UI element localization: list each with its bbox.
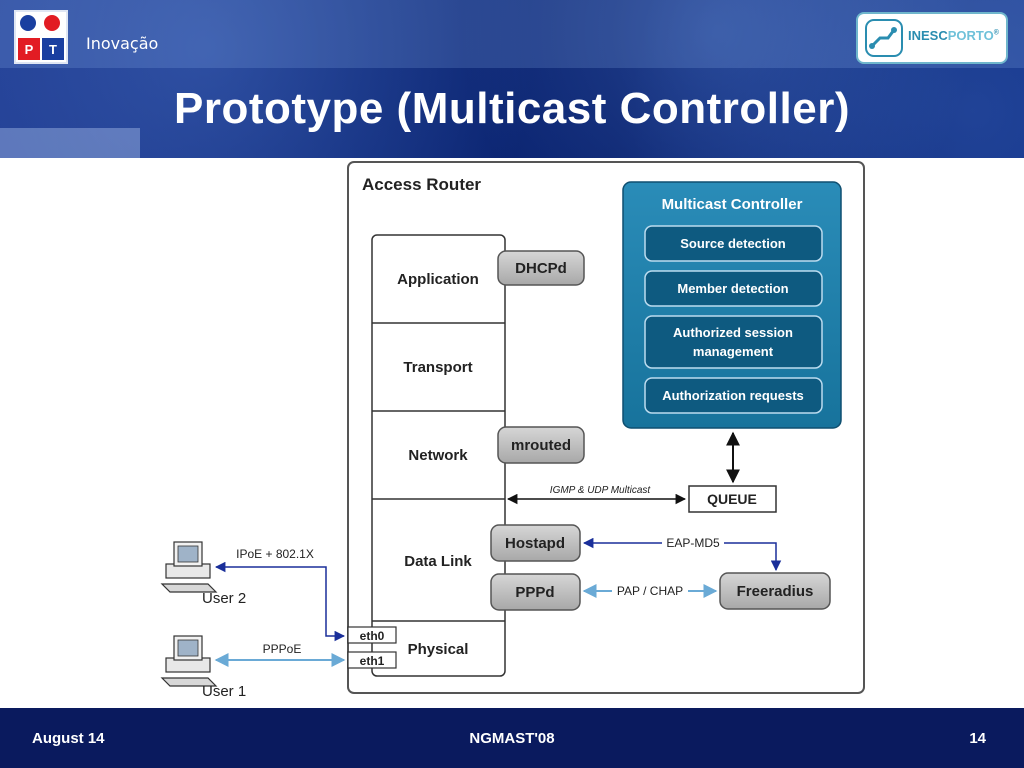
layer-network: Network xyxy=(408,447,468,464)
controller-item-authorization-requests xyxy=(644,377,823,414)
eth0-port xyxy=(347,626,397,644)
pppd-box xyxy=(490,573,581,611)
network-diagram: Access Router Application Transport Netw… xyxy=(160,161,865,700)
layer-transport: Transport xyxy=(403,359,472,376)
slide-title: Prototype (Multicast Controller) xyxy=(173,84,851,133)
pt-logo-letter-p: P xyxy=(18,38,40,60)
user2-link xyxy=(214,561,346,642)
header-band-accent xyxy=(0,128,140,158)
mrouted-label: mrouted xyxy=(511,437,571,454)
pppoe-label: PPPoE xyxy=(263,642,302,656)
footer-date: August 14 xyxy=(32,730,105,747)
eap-label-bg xyxy=(662,535,724,551)
circuit-icon xyxy=(865,19,903,57)
pt-logo-letter-t: T xyxy=(42,38,64,60)
access-router-title: Access Router xyxy=(362,175,481,194)
user1-label: User 1 xyxy=(202,683,246,700)
eth1-port xyxy=(347,651,397,669)
eap-label: EAP-MD5 xyxy=(666,536,720,550)
pap-label: PAP / CHAP xyxy=(617,584,683,598)
controller-item-label: Source detection xyxy=(680,236,786,251)
layer-physical: Physical xyxy=(408,641,469,658)
eap-link xyxy=(582,537,782,572)
igmp-label: IGMP & UDP Multicast xyxy=(550,485,652,496)
hostapd-label: Hostapd xyxy=(505,535,565,552)
freeradius-box xyxy=(719,572,831,610)
computer-icon xyxy=(160,635,218,687)
dhcpd-label: DHCPd xyxy=(515,260,567,277)
controller-item-label: management xyxy=(693,344,774,359)
layer-application: Application xyxy=(397,271,479,288)
controller-item-label: Authorization requests xyxy=(662,388,804,403)
pt-logo-dot-blue xyxy=(20,15,36,31)
ipoe-label: IPoE + 802.1X xyxy=(236,547,314,561)
layer-data-link: Data Link xyxy=(404,553,472,570)
controller-item-member-detection xyxy=(644,270,823,307)
tagline: Inovação xyxy=(86,34,159,53)
pt-logo-dot-red xyxy=(44,15,60,31)
computer-icon xyxy=(160,541,218,593)
inesc-porto-wordmark: INESCPORTO® xyxy=(908,28,999,43)
footer-conference: NGMAST'08 xyxy=(469,730,555,747)
controller-item-label: Authorized session xyxy=(673,325,793,340)
freeradius-label: Freeradius xyxy=(737,583,814,600)
pap-label-bg xyxy=(612,583,688,599)
queue-box xyxy=(688,485,777,513)
pppd-label: PPPd xyxy=(515,584,554,601)
queue-label: QUEUE xyxy=(707,491,757,507)
slide-header: P T Inovação INESCPORTO® Prototype (Mult… xyxy=(0,0,1024,158)
eth1-label: eth1 xyxy=(360,654,385,668)
dhcpd-box xyxy=(497,250,585,286)
controller-item-label: Member detection xyxy=(677,281,788,296)
mrouted-box xyxy=(497,426,585,464)
multicast-controller-title: Multicast Controller xyxy=(662,196,803,213)
page-number: 14 xyxy=(969,730,986,747)
controller-item-authorized-session xyxy=(644,315,823,369)
slide-footer: August 14 NGMAST'08 14 xyxy=(0,708,1024,768)
header-pattern xyxy=(0,0,1024,158)
eth0-label: eth0 xyxy=(360,629,385,643)
hostapd-box xyxy=(490,524,581,562)
header-band xyxy=(0,0,1024,68)
controller-item-source-detection xyxy=(644,225,823,262)
pt-logo: P T xyxy=(14,10,68,64)
inesc-porto-logo: INESCPORTO® xyxy=(856,12,1008,64)
user2-label: User 2 xyxy=(202,590,246,607)
